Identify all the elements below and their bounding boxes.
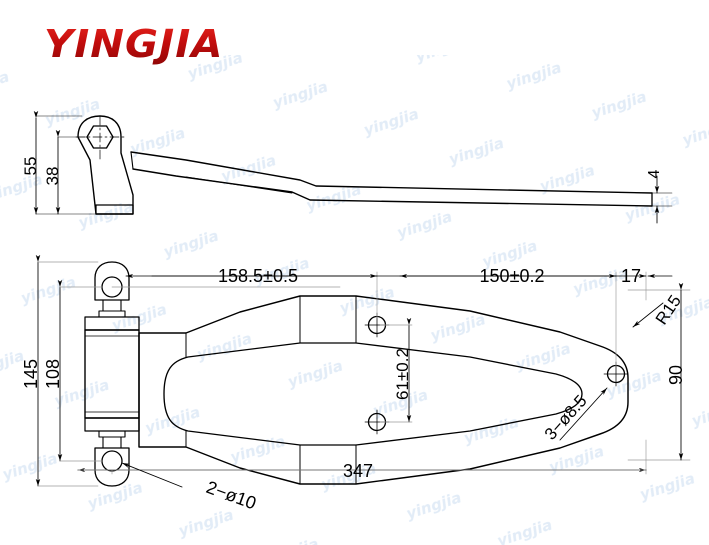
plan-view-dimensions <box>35 254 691 488</box>
side-view-dimensions <box>33 110 673 224</box>
dim-108-label: 108 <box>43 359 63 389</box>
brand-logo: YINGJIA <box>44 22 224 66</box>
dim-55-label: 55 <box>21 157 40 176</box>
dim-17-label: 17 <box>621 266 641 286</box>
dim-158-label: 158.5±0.5 <box>218 266 298 286</box>
dim-150-label: 150±0.2 <box>480 266 545 286</box>
dim-90-label: 90 <box>666 365 686 385</box>
dim-61-label: 61±0.2 <box>393 348 412 400</box>
dim-145-label: 145 <box>21 359 41 389</box>
plan-view <box>84 261 629 487</box>
dim-38-label: 38 <box>43 167 62 186</box>
side-view <box>75 115 653 215</box>
dim-347-label: 347 <box>343 461 373 481</box>
dim-4-label: 4 <box>646 169 663 178</box>
